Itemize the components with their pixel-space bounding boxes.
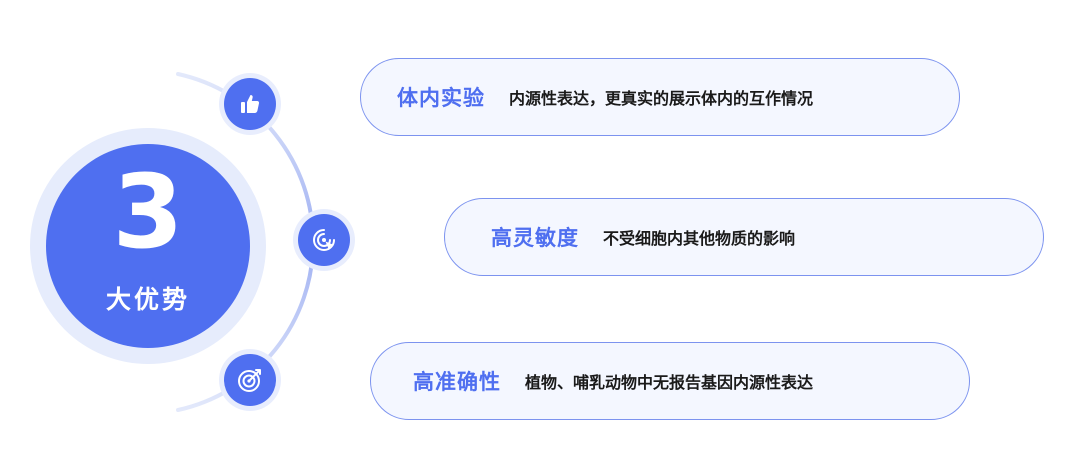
advantage-card-sensitivity: 高灵敏度 不受细胞内其他物质的影响 xyxy=(444,198,1044,276)
advantage-title: 体内实验 xyxy=(397,86,485,110)
advantage-description: 内源性表达，更真实的展示体内的互作情况 xyxy=(509,89,814,108)
advantage-description: 植物、哺乳动物中无报告基因内源性表达 xyxy=(525,373,814,392)
advantage-card-in-vivo: 体内实验 内源性表达，更真实的展示体内的互作情况 xyxy=(360,58,960,136)
thumbs-up-icon xyxy=(224,78,276,130)
advantage-title: 高灵敏度 xyxy=(491,226,579,250)
advantage-card-accuracy: 高准确性 植物、哺乳动物中无报告基因内源性表达 xyxy=(370,342,970,420)
advantage-description: 不受细胞内其他物质的影响 xyxy=(603,229,796,248)
target-arrow-icon xyxy=(224,354,276,406)
advantage-title: 高准确性 xyxy=(413,370,501,394)
advantage-count-badge: 3 大优势 xyxy=(46,144,250,348)
advantage-count-label: 大优势 xyxy=(105,285,190,314)
advantage-count: 3 xyxy=(112,153,184,272)
radar-click-icon xyxy=(298,214,350,266)
